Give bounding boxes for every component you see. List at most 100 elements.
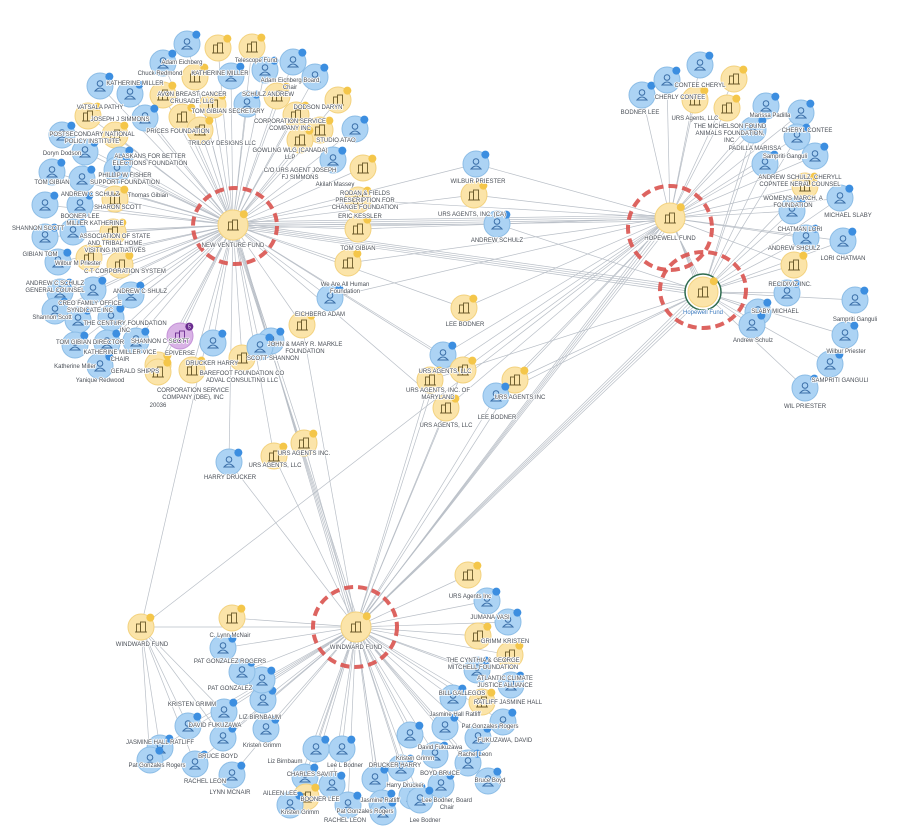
graph-node-w3[interactable] — [494, 608, 522, 636]
graph-node-w16[interactable] — [427, 771, 455, 799]
graph-node-a37[interactable] — [344, 186, 372, 214]
graph-node-a47[interactable] — [79, 276, 107, 304]
graph-node-w39[interactable] — [136, 746, 164, 774]
graph-node-h24[interactable] — [816, 350, 844, 378]
graph-node-w13[interactable] — [396, 721, 424, 749]
graph-node-m11[interactable] — [215, 448, 243, 476]
graph-node-w42[interactable] — [209, 634, 237, 662]
graph-node-m2[interactable] — [460, 181, 488, 209]
graph-node-w17[interactable] — [474, 767, 502, 795]
graph-node-w9[interactable] — [468, 688, 496, 716]
graph-node-a26[interactable] — [341, 115, 369, 143]
graph-node-a65[interactable] — [246, 333, 274, 361]
graph-node-a9[interactable] — [116, 80, 144, 108]
graph-node-a44[interactable] — [75, 244, 103, 272]
graph-node-w33[interactable] — [209, 724, 237, 752]
graph-node-w34[interactable] — [218, 761, 246, 789]
graph-node-w12[interactable] — [464, 724, 492, 752]
graph-node-m7[interactable] — [416, 366, 444, 394]
graph-node-w10[interactable] — [431, 713, 459, 741]
graph-node-a15[interactable] — [263, 82, 291, 110]
graph-node-w5[interactable] — [496, 641, 524, 669]
graph-node-a53[interactable] — [288, 311, 316, 339]
graph-node-h10[interactable] — [783, 123, 811, 151]
graph-node-h19[interactable] — [773, 279, 801, 307]
graph-node-a18[interactable] — [74, 102, 102, 130]
graph-node-w27[interactable] — [276, 791, 304, 819]
graph-node-a21[interactable] — [186, 116, 214, 144]
graph-node-a24[interactable] — [306, 116, 334, 144]
graph-node-a36[interactable] — [66, 191, 94, 219]
graph-node-a58[interactable] — [199, 329, 227, 357]
graph-node-w11[interactable] — [489, 708, 517, 736]
graph-node-h17[interactable] — [829, 227, 857, 255]
graph-node-h23[interactable] — [831, 321, 859, 349]
graph-node-m14[interactable] — [127, 613, 155, 641]
graph-node-a27[interactable] — [71, 138, 99, 166]
graph-node-a55[interactable] — [61, 331, 89, 359]
graph-node-m9[interactable] — [482, 382, 510, 410]
graph-node-m5[interactable] — [429, 341, 457, 369]
graph-node-a34[interactable] — [101, 185, 129, 213]
graph-node-a40[interactable] — [59, 218, 87, 246]
graph-node-h8[interactable] — [739, 116, 767, 144]
graph-node-w31[interactable] — [252, 715, 280, 743]
graph-node-w40[interactable] — [248, 666, 276, 694]
graph-node-a62[interactable] — [86, 352, 114, 380]
graph-node-a25[interactable] — [286, 126, 314, 154]
graph-node-a57[interactable] — [166, 322, 194, 350]
graph-node-a45[interactable] — [106, 251, 134, 279]
graph-node-a31[interactable] — [349, 154, 377, 182]
graph-node-a48[interactable] — [117, 281, 145, 309]
graph-node-w18[interactable] — [387, 754, 415, 782]
graph-node-a12[interactable] — [301, 63, 329, 91]
graph-node-a4[interactable] — [149, 49, 177, 77]
graph-node-h4[interactable] — [720, 65, 748, 93]
graph-node-w37[interactable] — [174, 712, 202, 740]
graph-node-a39[interactable] — [31, 223, 59, 251]
graph-node-w8[interactable] — [439, 684, 467, 712]
graph-node-h5[interactable] — [681, 86, 709, 114]
graph-node-h18[interactable] — [780, 251, 808, 279]
graph-node-w6[interactable] — [463, 656, 491, 684]
graph-node-a11[interactable] — [149, 81, 177, 109]
graph-node-m4[interactable] — [450, 294, 478, 322]
graph-node-a3[interactable] — [238, 33, 266, 61]
graph-node-a8[interactable] — [217, 62, 245, 90]
graph-node-w1[interactable] — [454, 561, 482, 589]
graph-node-a13[interactable] — [199, 91, 227, 119]
graph-node-a63[interactable] — [178, 356, 206, 384]
graph-node-a29[interactable] — [103, 156, 131, 184]
graph-node-w24[interactable] — [318, 771, 346, 799]
graph-node-m13[interactable] — [290, 429, 318, 457]
graph-node-w30[interactable] — [369, 798, 397, 826]
graph-node-a54[interactable] — [93, 329, 121, 357]
graph-node-m1[interactable] — [462, 150, 490, 178]
graph-node-h11[interactable] — [751, 150, 779, 178]
graph-node-w14[interactable] — [421, 741, 449, 769]
hub-node-wind[interactable] — [340, 611, 372, 643]
graph-node-w7[interactable] — [497, 671, 525, 699]
graph-node-h12[interactable] — [801, 142, 829, 170]
graph-node-w4[interactable] — [464, 622, 492, 650]
graph-node-h9[interactable] — [787, 99, 815, 127]
graph-node-a51[interactable] — [41, 297, 69, 325]
graph-node-w41[interactable] — [228, 658, 256, 686]
graph-node-a23[interactable] — [48, 121, 76, 149]
graph-node-a19[interactable] — [131, 104, 159, 132]
graph-node-w22[interactable] — [328, 735, 356, 763]
graph-node-a1[interactable] — [173, 30, 201, 58]
graph-node-a43[interactable] — [44, 248, 72, 276]
graph-node-a16[interactable] — [324, 86, 352, 114]
graph-node-h6[interactable] — [713, 94, 741, 122]
graph-node-h13[interactable] — [791, 172, 819, 200]
graph-node-a14[interactable] — [233, 90, 261, 118]
graph-node-a42[interactable] — [334, 249, 362, 277]
graph-node-m3[interactable] — [483, 210, 511, 238]
graph-node-w2[interactable] — [473, 587, 501, 615]
hub-node-nvf[interactable] — [217, 209, 249, 241]
graph-node-a49[interactable] — [316, 284, 344, 312]
graph-node-w28[interactable] — [334, 791, 362, 819]
graph-node-a30[interactable] — [319, 146, 347, 174]
